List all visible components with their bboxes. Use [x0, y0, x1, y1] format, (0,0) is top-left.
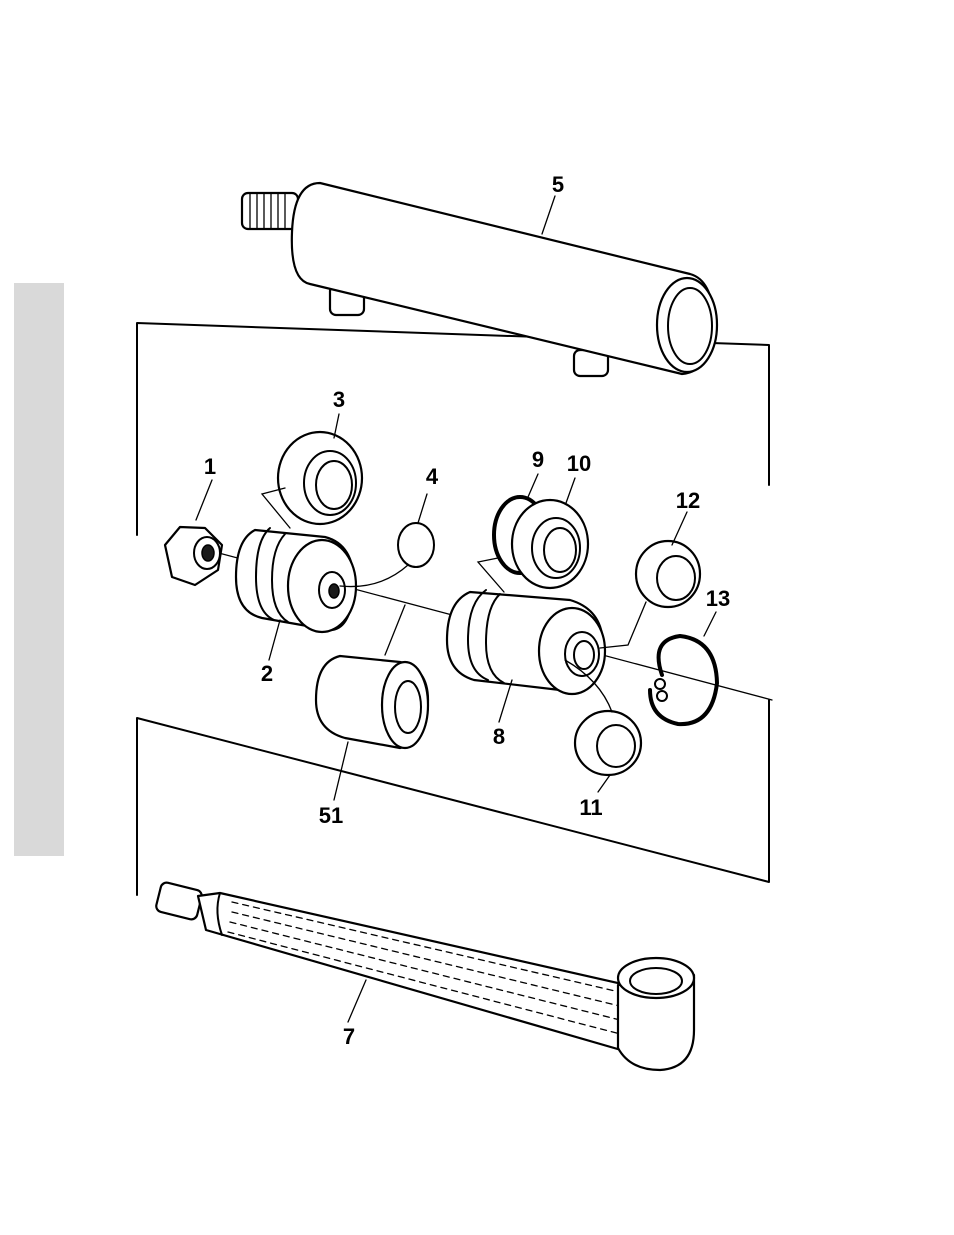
callout-part-8: 8 [493, 726, 505, 748]
callout-part-51: 51 [319, 805, 343, 827]
seal-11-drawing [575, 711, 641, 775]
circlip-13-drawing [650, 636, 717, 724]
callout-part-7: 7 [343, 1026, 355, 1048]
callout-part-3: 3 [333, 389, 345, 411]
nut-1-drawing [165, 527, 222, 585]
o-ring-4-drawing [398, 523, 434, 567]
callout-part-1: 1 [204, 456, 216, 478]
cylinder-tube-drawing [242, 183, 717, 376]
callout-part-2: 2 [261, 663, 273, 685]
piston-rod-7-drawing [155, 881, 694, 1070]
callout-part-13: 13 [706, 588, 730, 610]
callout-part-11: 11 [579, 797, 602, 819]
callout-part-10: 10 [567, 453, 591, 475]
piston-head-8-drawing [447, 590, 605, 694]
callout-part-5: 5 [552, 174, 564, 196]
callout-part-4: 4 [426, 466, 438, 488]
callout-part-9: 9 [532, 449, 544, 471]
piston-2-drawing [236, 528, 356, 632]
seal-12-drawing [636, 541, 700, 607]
lower-plane-outline [137, 700, 769, 895]
seal-ring-10-drawing [512, 500, 588, 588]
callout-part-12: 12 [676, 490, 700, 512]
spacer-51-drawing [316, 656, 428, 748]
seal-ring-3-drawing [278, 432, 362, 524]
